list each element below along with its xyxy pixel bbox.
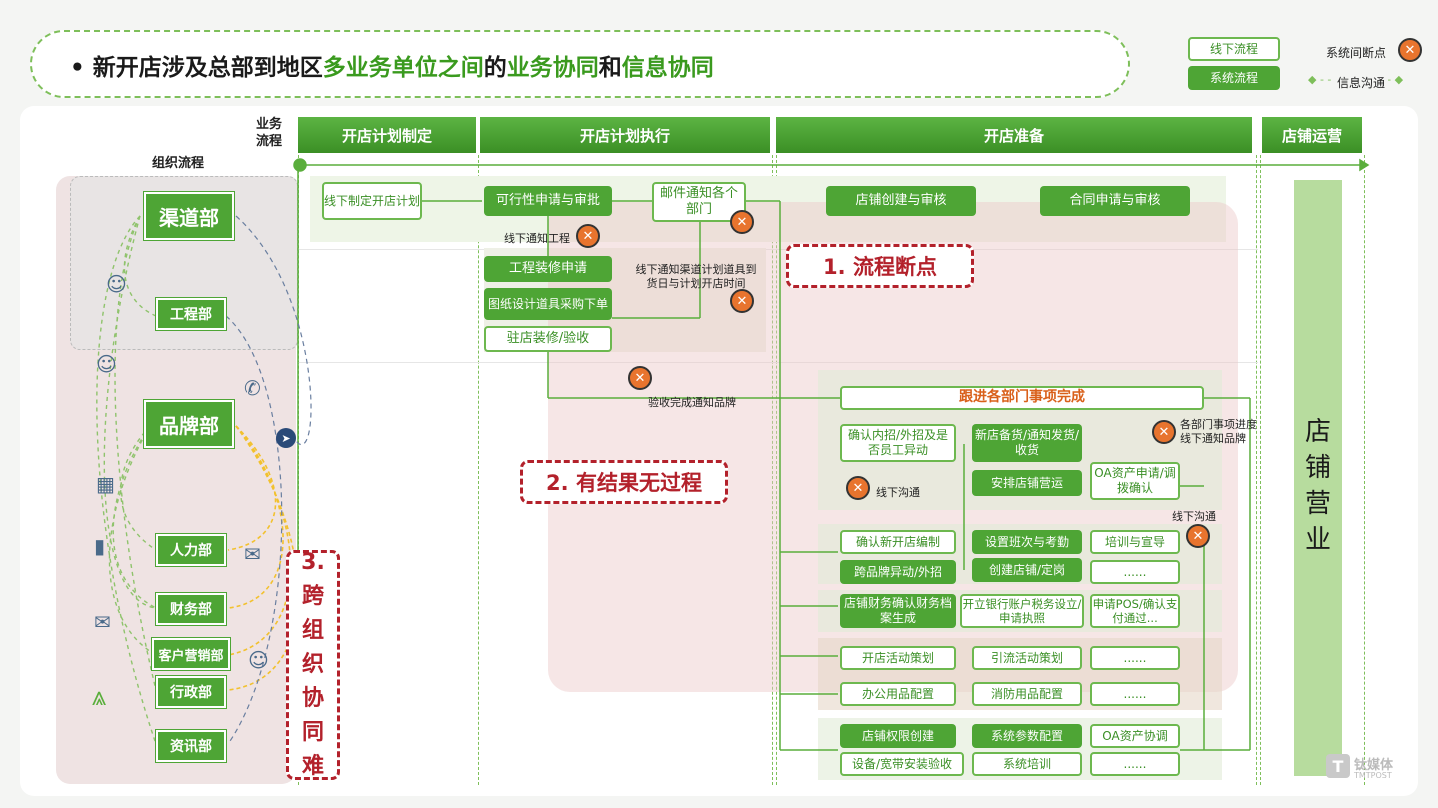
wechat-icon: ☺	[106, 272, 127, 296]
breakpoint-icon: ✕	[1398, 38, 1422, 62]
accept-notify-label: 验收完成通知品牌	[648, 396, 736, 409]
store-ops-bar	[1294, 180, 1342, 776]
row3-col2: 开立银行账户税务设立/申请执照	[960, 594, 1084, 628]
progress-note: 各部门事项进度线下通知品牌	[1180, 418, 1257, 445]
breakpoint-icon: ✕	[846, 476, 870, 500]
row2-col3: ......	[1090, 560, 1180, 584]
contract-review: 合同申请与审核	[1040, 186, 1190, 216]
mail-notify-depts: 邮件通知各个部门	[652, 182, 746, 222]
row1-col2: 设置班次与考勤	[972, 530, 1082, 554]
row7-col1: 设备/宽带安装验收	[840, 752, 964, 776]
breakpoint-icon: ✕	[730, 289, 754, 313]
row-separator	[298, 249, 1258, 250]
divider	[478, 155, 479, 785]
phase-ops: 店铺运营	[1262, 117, 1362, 153]
row-separator	[298, 362, 1258, 363]
breakpoint-icon: ✕	[1152, 420, 1176, 444]
row2-col2: 创建店铺/定岗	[972, 558, 1082, 582]
bar-chart-icon: ▮	[94, 534, 106, 558]
phone-icon: ✆	[244, 376, 261, 400]
legend-offline: 线下流程	[1188, 37, 1280, 61]
offline-plan: 线下制定开店计划	[322, 182, 422, 220]
row2-col1: 跨品牌异动/外招	[840, 560, 956, 584]
wechat-icon: ☺	[96, 352, 117, 376]
follow-dept-tasks: 跟进各部门事项完成	[840, 386, 1204, 410]
phase-plan: 开店计划制定	[298, 117, 476, 153]
row3-col1: 店铺财务确认财务档案生成	[840, 594, 956, 628]
legend-system: 系统流程	[1188, 66, 1280, 90]
notify-eng-label: 线下通知工程	[504, 232, 570, 245]
send-icon: ➤	[276, 428, 296, 448]
row5-col3: ......	[1090, 682, 1180, 706]
divider	[1256, 155, 1257, 785]
feasibility-approval: 可行性申请与审批	[484, 186, 612, 216]
phase-prep: 开店准备	[776, 117, 1252, 153]
breakpoint-icon: ✕	[576, 224, 600, 248]
axis-org-label: 组织流程	[152, 156, 205, 171]
row6-col2: 系统参数配置	[972, 724, 1082, 748]
axis-biz-label: 业务流程	[255, 117, 282, 149]
dept-engineering: 工程部	[156, 298, 226, 330]
dept-finance: 财务部	[156, 593, 226, 625]
eng-apply: 工程装修申请	[484, 256, 612, 282]
offline-comm-label-2: 线下沟通	[1172, 510, 1216, 523]
drawing-purchase: 图纸设计道具采购下单	[484, 288, 612, 320]
drafting-icon: ⩓	[92, 682, 107, 712]
row7-col2: 系统培训	[972, 752, 1082, 776]
legend-breakpoint-label: 系统间断点	[1326, 46, 1387, 60]
divider	[1364, 155, 1365, 785]
breakpoint-icon: ✕	[730, 210, 754, 234]
row4-col1: 开店活动策划	[840, 646, 956, 670]
dept-it: 资讯部	[156, 730, 226, 762]
issue-result-no-process: 2. 有结果无过程	[520, 460, 728, 504]
phase-exec: 开店计划执行	[480, 117, 770, 153]
watermark-en: TMTPOST	[1354, 771, 1392, 780]
watermark-cn: 钛媒体	[1354, 758, 1394, 773]
row4-col2: 引流活动策划	[972, 646, 1082, 670]
mail-icon: ✉	[244, 542, 261, 566]
notify-channel-label: 线下通知渠道计划道具到货日与计划开店时间	[635, 263, 757, 290]
wechat-icon: ☺	[248, 648, 269, 672]
row6-col1: 店铺权限创建	[840, 724, 956, 748]
dept-customer-marketing: 客户营销部	[152, 638, 230, 670]
row5-col1: 办公用品配置	[840, 682, 956, 706]
dept-brand: 品牌部	[144, 400, 234, 448]
page-title: • 新开店涉及总部到地区多业务单位之间的业务协同和信息协同	[70, 55, 714, 81]
dept-channel: 渠道部	[144, 192, 234, 240]
divider	[1260, 155, 1261, 785]
arrange-operations: 安排店铺营运	[972, 470, 1082, 496]
legend-info-label: 信息沟通	[1334, 74, 1389, 91]
new-store-stock: 新店备货/通知发货/收货	[972, 424, 1082, 462]
breakpoint-icon: ✕	[628, 366, 652, 390]
dept-admin: 行政部	[156, 676, 226, 708]
tmtpost-logo-icon: T	[1326, 754, 1350, 778]
issue-cross-org: 3. 跨组织协同难	[286, 550, 340, 780]
row6-col3: OA资产协调	[1090, 724, 1180, 748]
onsite-acceptance: 驻店装修/验收	[484, 326, 612, 352]
confirm-hiring: 确认内招/外招及是否员工异动	[840, 424, 956, 462]
oa-asset-apply: OA资产申请/调拨确认	[1090, 462, 1180, 500]
offline-comm-label: 线下沟通	[876, 486, 920, 499]
row5-col2: 消防用品配置	[972, 682, 1082, 706]
row1-col1: 确认新开店编制	[840, 530, 956, 554]
breakpoint-icon: ✕	[1186, 524, 1210, 548]
title-banner	[30, 30, 1130, 98]
store-create-review: 店铺创建与审核	[826, 186, 976, 216]
row4-col3: ......	[1090, 646, 1180, 670]
store-ops-label: 店铺营业	[1304, 417, 1331, 555]
row7-col3: ......	[1090, 752, 1180, 776]
row3-col3: 申请POS/确认支付通过...	[1090, 594, 1180, 628]
spreadsheet-icon: ▦	[96, 472, 115, 496]
dept-hr: 人力部	[156, 534, 226, 566]
issue-breakpoint: 1. 流程断点	[786, 244, 974, 288]
divider	[776, 155, 777, 785]
divider	[772, 155, 773, 785]
row1-col3: 培训与宣导	[1090, 530, 1180, 554]
mail-icon: ✉	[94, 610, 111, 634]
